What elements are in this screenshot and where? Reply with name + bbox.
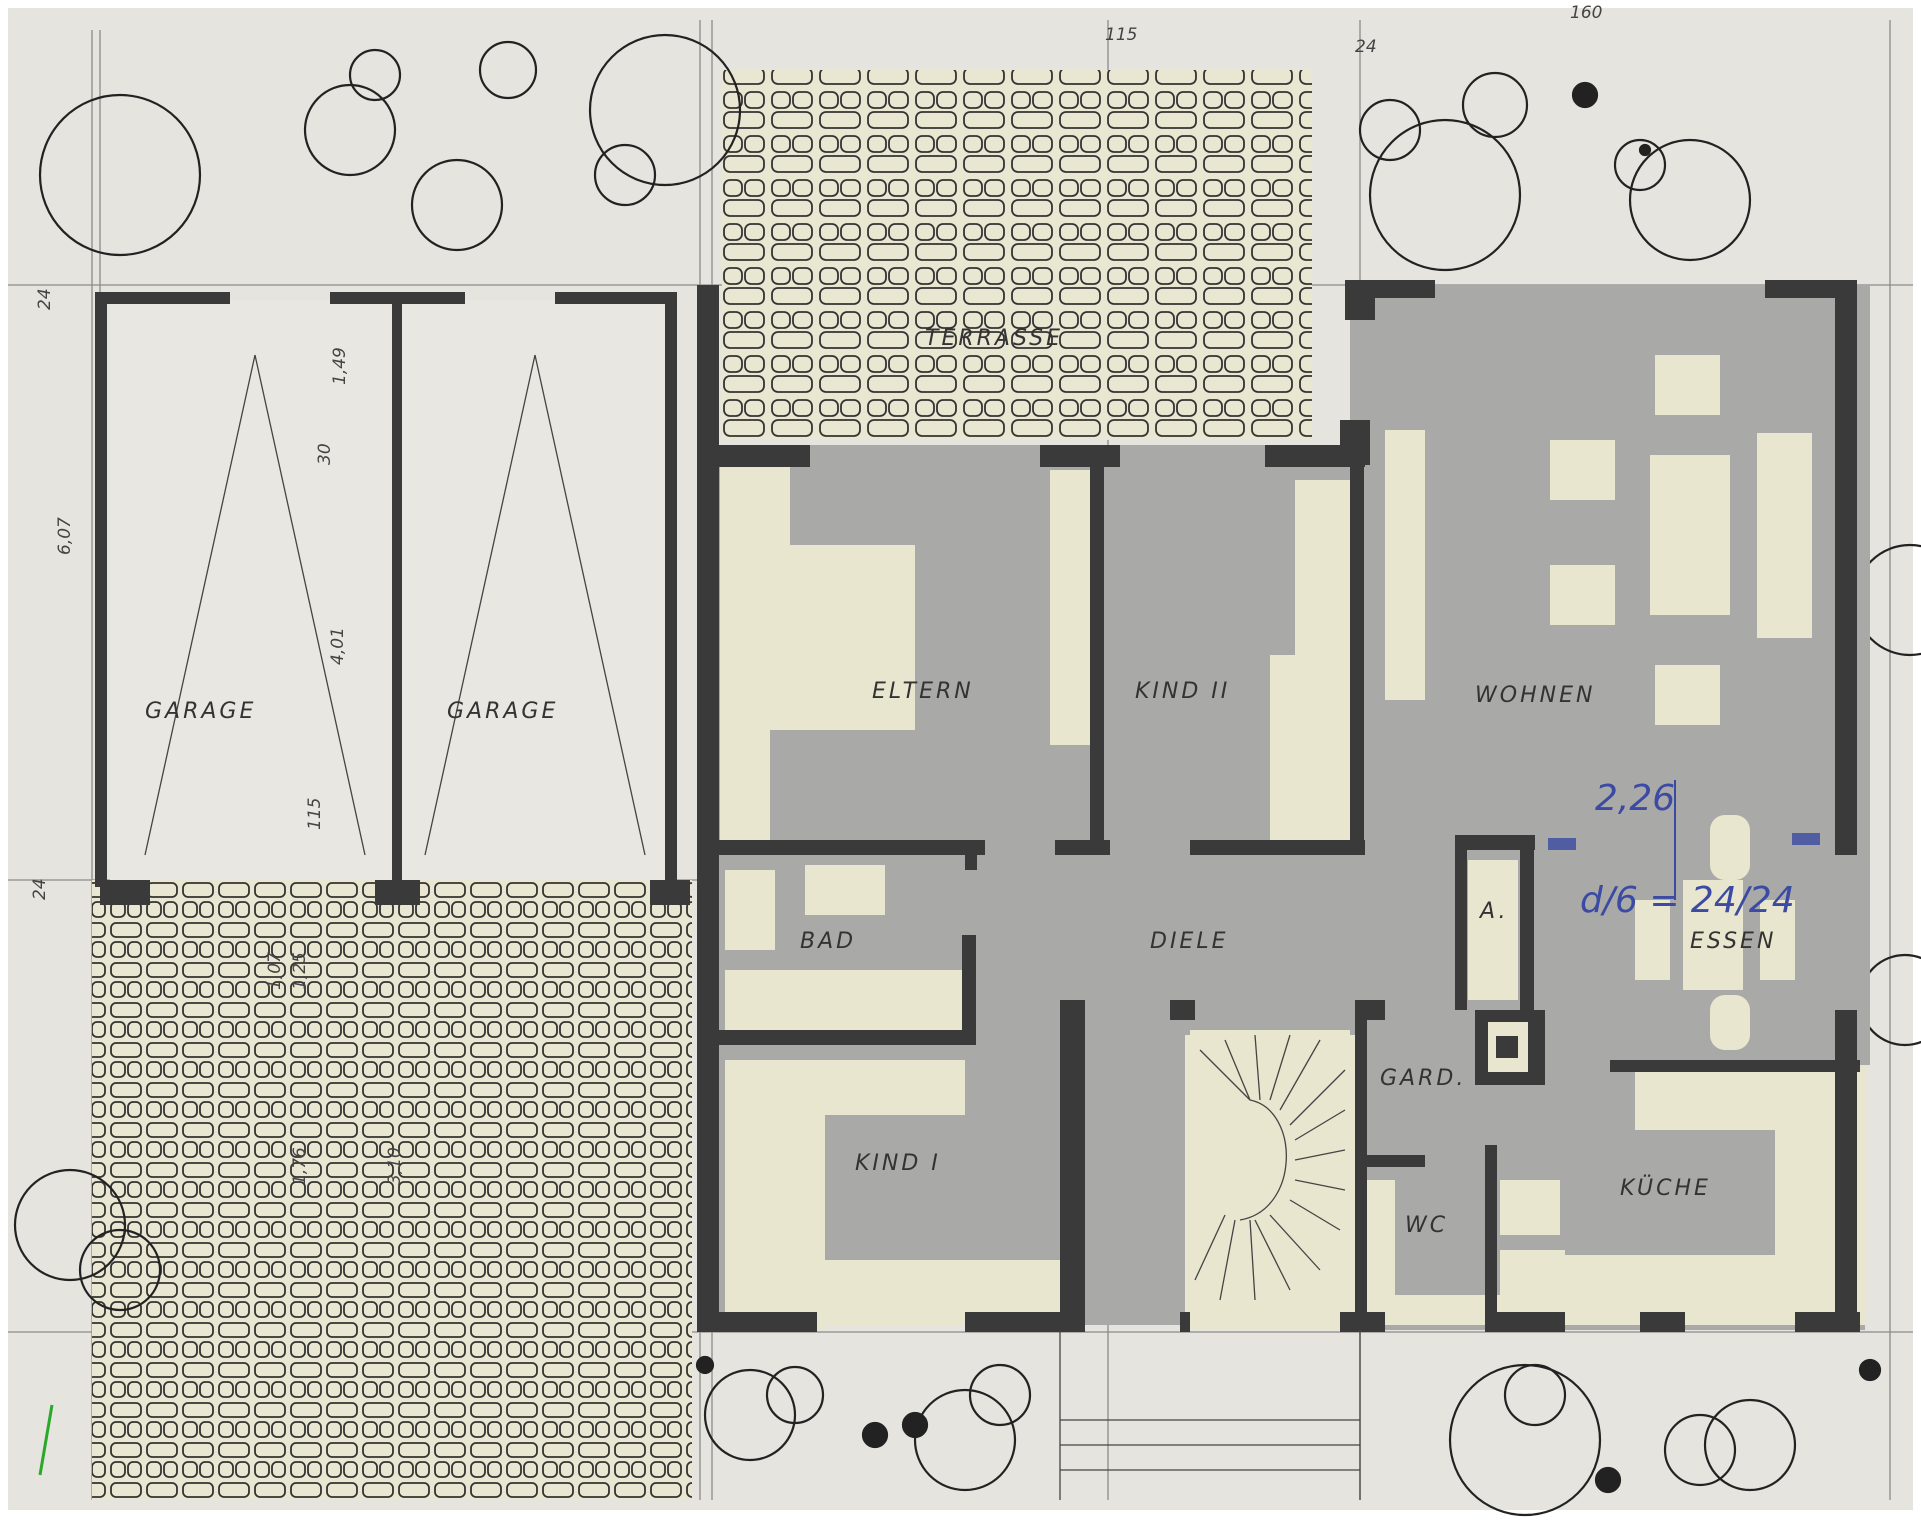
green-pencil-mark	[38, 1404, 54, 1476]
dim-garage-depth: 6,07	[55, 517, 75, 555]
label-terrasse: TERRASSE	[925, 326, 1063, 351]
dim-top-24: 24	[1355, 37, 1377, 57]
dim-stair-176: 1,76	[290, 1147, 310, 1185]
dim-wall-24-left: 24	[35, 288, 55, 310]
label-kuche: KÜCHE	[1620, 1175, 1711, 1201]
label-essen: ESSEN	[1690, 929, 1776, 954]
annotation-ratio-bottom: d/6 = 24/24	[1580, 880, 1795, 921]
label-kind-2: KIND II	[1135, 679, 1230, 704]
label-garage-left: GARAGE	[145, 699, 256, 724]
dim-width-top: 1,49	[330, 347, 350, 385]
dim-stair-125: 1,25	[290, 952, 310, 990]
house-floor	[697, 280, 1870, 1332]
dim-garage-inner: 4,01	[328, 627, 348, 665]
dim-wall-24-bottom: 24	[30, 878, 50, 900]
dim-height-115: 115	[305, 798, 325, 830]
dim-stair-107: 1,07	[265, 952, 285, 990]
driveway-paving	[92, 880, 692, 1500]
label-wc: WC	[1405, 1213, 1448, 1238]
label-bad: BAD	[800, 929, 856, 954]
label-abstell: A.	[1478, 899, 1508, 924]
label-garage-right: GARAGE	[447, 699, 558, 724]
label-wohnen: WOHNEN	[1475, 683, 1595, 708]
label-diele: DIELE	[1150, 929, 1229, 954]
living-furniture	[1550, 355, 1812, 1050]
garage-block	[95, 292, 690, 905]
dim-stair-310: 3,10	[385, 1147, 405, 1185]
terrace-paving	[722, 70, 1312, 440]
entrance-steps	[1059, 1330, 1361, 1500]
label-kind-1: KIND I	[855, 1151, 941, 1176]
house-walls	[697, 280, 1860, 1332]
annotation-ratio-top: 2,26	[1595, 778, 1675, 819]
label-eltern: ELTERN	[872, 679, 974, 704]
label-gard: GARD.	[1380, 1066, 1466, 1091]
dim-right-160: 160	[1570, 3, 1602, 23]
tree-symbols	[13, 33, 1921, 1517]
staircase	[1190, 1030, 1350, 1330]
dim-top-115: 115	[1105, 25, 1137, 45]
dim-wall-30: 30	[315, 443, 335, 465]
